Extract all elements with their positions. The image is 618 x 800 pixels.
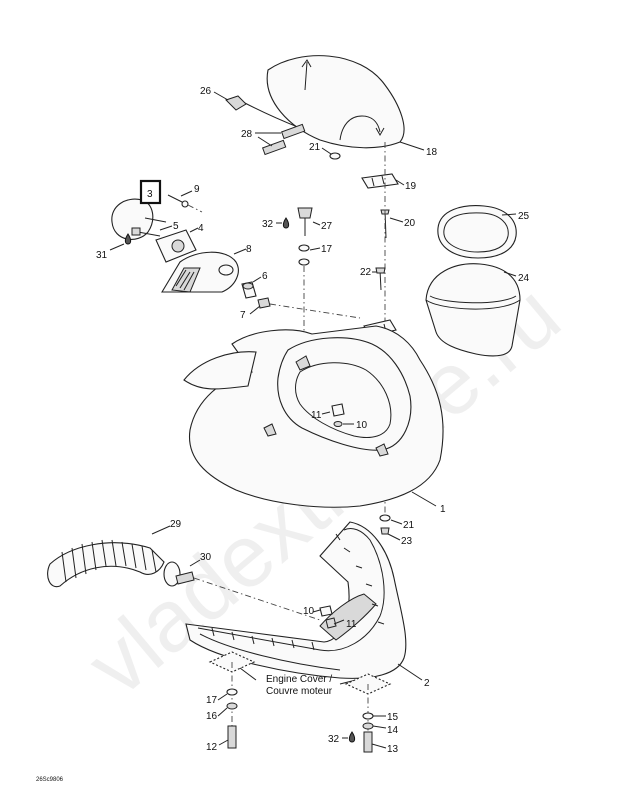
bolt-27 [297, 207, 321, 236]
callout-11-top: 11 [311, 410, 322, 421]
callout-30: 30 [200, 552, 212, 563]
pin-20 [380, 209, 404, 239]
callout-31: 31 [96, 250, 108, 261]
drop-31 [109, 233, 132, 251]
callout-14: 14 [387, 725, 399, 736]
callout-4: 4 [198, 223, 204, 234]
callout-26: 26 [200, 86, 212, 97]
mirror-3 [111, 179, 167, 240]
left-pad [208, 651, 256, 740]
callout-11-bottom: 11 [346, 619, 357, 630]
callout-10-top: 10 [356, 420, 368, 431]
callout-17-top: 17 [321, 244, 333, 255]
callout-10-bottom: 10 [303, 606, 315, 617]
callout-16: 16 [206, 711, 218, 722]
callout-23: 23 [401, 536, 413, 547]
callout-15: 15 [387, 712, 399, 723]
callout-18: 18 [426, 147, 438, 158]
diagram-code: 26Sc9806 [36, 777, 64, 783]
screw-9 [167, 190, 203, 213]
nut-10-11-bottom [312, 605, 345, 629]
callout-25: 25 [518, 211, 530, 222]
gasket-25 [437, 205, 517, 259]
engine-cover-caption-en: Engine Cover / [266, 674, 332, 685]
washer-21-top [321, 147, 341, 160]
seat-pads-28 [255, 123, 306, 156]
callout-12: 12 [206, 742, 218, 753]
mirror-cover-8 [161, 248, 247, 293]
mirror-base-4 [155, 227, 199, 263]
right-pad [344, 673, 392, 740]
screw-22 [372, 267, 386, 291]
callout-6: 6 [262, 271, 268, 282]
callout-5: 5 [173, 221, 179, 232]
callout-19: 19 [405, 181, 417, 192]
seat-lock-19 [361, 173, 405, 189]
nut-11-10-top [321, 403, 354, 427]
nut-6 [241, 276, 262, 299]
callout-9: 9 [194, 184, 200, 195]
bolt-13 [363, 731, 387, 753]
callout-21-bottom: 21 [403, 520, 415, 531]
callout-3: 3 [147, 189, 153, 200]
seat-latch-26 [213, 91, 247, 111]
callout-32-top: 32 [262, 219, 274, 230]
callout-8: 8 [246, 244, 252, 255]
bolt-12 [218, 725, 237, 749]
clamp-30 [163, 559, 201, 587]
engine-cover-caption-fr: Couvre moteur [266, 686, 333, 697]
callout-20: 20 [404, 218, 416, 229]
hose-29 [47, 525, 171, 588]
drop-32-top [276, 217, 290, 229]
engine-cover-1 [183, 325, 444, 508]
drop-32-bottom [342, 731, 356, 743]
callout-24: 24 [518, 273, 530, 284]
clip-7 [249, 297, 271, 315]
callout-13: 13 [387, 744, 399, 755]
callout-22: 22 [360, 267, 372, 278]
callout-32-bottom: 32 [328, 734, 340, 745]
washers-15-14 [362, 712, 387, 730]
callout-17-bottom: 17 [206, 695, 218, 706]
callout-21-top: 21 [309, 142, 321, 153]
callout-2: 2 [424, 678, 430, 689]
callout-7: 7 [240, 310, 246, 321]
highlight-box-3 [139, 179, 162, 205]
washers-17-top [298, 244, 321, 266]
callout-1: 1 [440, 504, 446, 515]
bolt-5 [131, 225, 173, 237]
washers-17-16 [217, 688, 238, 717]
seat-part [242, 55, 405, 149]
callout-29: 29 [170, 519, 182, 530]
callout-27: 27 [321, 221, 333, 232]
cover-frame-2 [185, 521, 423, 681]
storage-bin-24 [425, 263, 521, 357]
callout-28: 28 [241, 129, 253, 140]
washers-21-23 [379, 514, 403, 541]
